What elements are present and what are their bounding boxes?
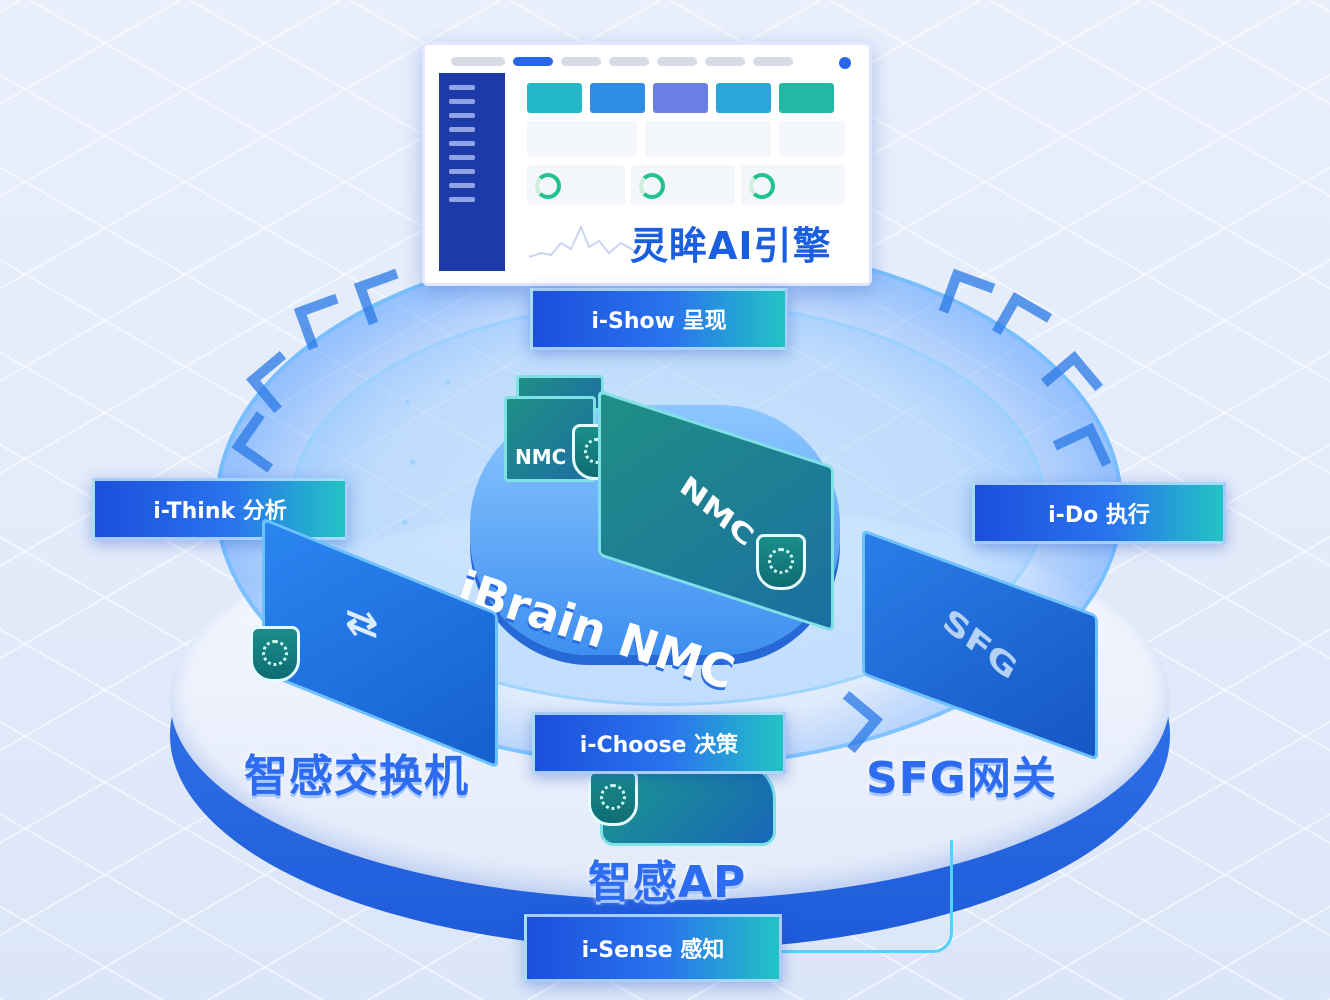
dashboard-title: 灵眸AI引擎: [630, 224, 832, 268]
gateway-badge: SFG: [937, 601, 1023, 689]
dashboard-line-chart: [528, 224, 636, 258]
kpi-card: [590, 83, 645, 113]
security-shield-icon: [250, 626, 300, 682]
kpi-card: [779, 83, 834, 113]
stage-show-label: i-Show 呈现: [530, 288, 788, 350]
server-large-label: NMC: [673, 469, 759, 553]
avatar: [839, 57, 851, 69]
stage-choose-label: i-Choose 决策: [532, 712, 786, 774]
dashboard-sidebar: [439, 73, 505, 271]
stage-sense-label: i-Sense 感知: [524, 914, 782, 982]
kpi-card: [653, 83, 708, 113]
switch-label: 智感交换机: [244, 751, 469, 802]
server-small-label: NMC: [515, 445, 567, 469]
data-dot: [410, 460, 415, 465]
gateway-label: SFG网关: [866, 753, 1057, 804]
security-shield-icon: [756, 534, 806, 590]
ap-label: 智感AP: [588, 857, 747, 908]
data-dot: [445, 380, 450, 385]
swap-arrows-icon: ⇄: [345, 593, 379, 654]
stage-do-label: i-Do 执行: [972, 482, 1226, 544]
kpi-card: [716, 83, 771, 113]
dashboard-screen: 灵眸AI引擎: [422, 42, 872, 286]
data-dot: [405, 400, 410, 405]
stage-think-label: i-Think 分析: [92, 478, 348, 540]
data-dot: [402, 520, 407, 525]
security-shield-icon: [588, 770, 638, 826]
connection-cable: [780, 840, 953, 953]
kpi-card: [527, 83, 582, 113]
